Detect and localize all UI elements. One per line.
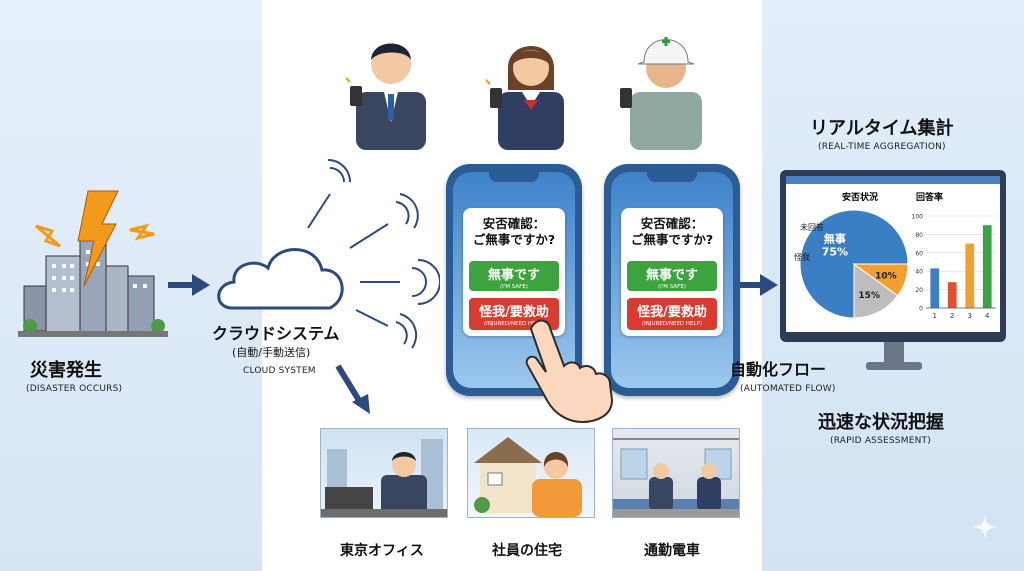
flow-subtitle: (AUTOMATED FLOW) [740, 384, 836, 394]
im-safe-sublabel: (I'M SAFE) [658, 284, 686, 290]
house-icon [474, 437, 542, 463]
im-safe-sublabel: (I'M SAFE) [500, 284, 528, 290]
wifi-signal-icon [329, 167, 345, 183]
bar-x-tick-label: 2 [950, 312, 954, 320]
location-train-scene [612, 428, 740, 518]
pie-chart-title: 安否状況 [842, 191, 878, 203]
bar-x-tick-label: 4 [985, 312, 990, 320]
pie-slice-label: 15% [858, 291, 880, 301]
safety-question: 安否確認： ご無事ですか? [472, 216, 556, 247]
location-label-office: 東京オフィス [340, 543, 424, 559]
phone-notch [647, 172, 697, 182]
bar-4 [982, 225, 992, 308]
location-home-scene [467, 428, 595, 518]
bar-chart: 0 20 40 60 80 100 1 2 3 4 [912, 214, 996, 320]
safety-check-card: 安否確認： ご無事ですか? 無事です (I'M SAFE) 怪我/要救助 (IN… [463, 208, 565, 336]
bar-2 [947, 282, 957, 308]
bar-1 [930, 268, 940, 308]
assessment-subtitle: (RAPID ASSESSMENT) [830, 436, 931, 446]
smartphone-icon [490, 88, 502, 108]
smartphone-2: 安否確認： ご無事ですか? 無事です (I'M SAFE) 怪我/要救助 (IN… [604, 164, 740, 396]
im-safe-label: 無事です [645, 268, 698, 283]
bar-y-tick-label: 20 [915, 287, 923, 294]
tapping-hand-icon [525, 319, 614, 424]
location-label-train: 通勤電車 [644, 543, 700, 559]
lightning-bolt-icon [77, 190, 119, 287]
im-safe-button[interactable]: 無事です (I'M SAFE) [469, 261, 559, 291]
office-illustration [321, 439, 447, 517]
need-help-sublabel: (INJURED/NEED HELP) [483, 321, 545, 327]
pie-slice-label: 75% [822, 245, 848, 258]
sparkle-icon [972, 514, 998, 540]
bar-y-tick-label: 0 [919, 306, 923, 313]
cloud-note: (自動/手動送信) [232, 346, 311, 359]
bar-3 [965, 243, 975, 308]
bar-y-tick-label: 80 [915, 232, 923, 239]
disaster-city-illustration [18, 190, 168, 337]
cloud-subtitle: CLOUD SYSTEM [243, 366, 316, 376]
hard-hat-icon [637, 39, 695, 65]
monitor-stand [866, 342, 922, 370]
cloud-icon [217, 248, 344, 310]
train-window-icon [620, 448, 648, 480]
pie-slice-怪我 [852, 263, 909, 297]
home-illustration [474, 437, 582, 517]
im-safe-label: 無事です [487, 268, 540, 283]
need-help-button[interactable]: 怪我/要救助 (INJURED/NEED HELP) [627, 298, 717, 330]
bar-x-tick-label: 3 [968, 312, 972, 320]
safety-question: 安否確認： ご無事ですか? [630, 216, 714, 247]
bar-y-tick-label: 60 [915, 250, 923, 257]
construction-worker-illustration [620, 37, 702, 150]
need-help-label: 怪我/要救助 [479, 305, 549, 320]
bar-y-tick-label: 100 [912, 214, 924, 221]
flow-title: 自動化フロー [730, 360, 827, 379]
pie-slice-未回答 [853, 263, 899, 319]
train-illustration [613, 438, 739, 517]
businessman-illustration [346, 43, 426, 150]
pie-slice-label: 無事 [824, 231, 846, 245]
disaster-subtitle: (DISASTER OCCURS) [26, 384, 123, 394]
need-help-label: 怪我/要救助 [637, 305, 707, 320]
phone-screen: 安否確認： ご無事ですか? 無事です (I'M SAFE) 怪我/要救助 (IN… [611, 172, 733, 388]
pie-category-label: 未回答 [800, 222, 824, 232]
pie-category-label: 怪我 [794, 252, 810, 262]
signal-waves [307, 159, 440, 349]
bar-chart-title: 回答率 [916, 191, 943, 203]
student-illustration [486, 46, 564, 150]
arrow-to-locations-icon [335, 364, 370, 414]
need-help-button[interactable]: 怪我/要救助 (INJURED/NEED HELP) [469, 298, 559, 330]
flow-arrow-icon [740, 274, 778, 296]
arrow-to-cloud-icon [168, 274, 210, 296]
safety-check-card: 安否確認： ご無事ですか? 無事です (I'M SAFE) 怪我/要救助 (IN… [621, 208, 723, 336]
aggregation-title: リアルタイム集計 [810, 118, 954, 139]
location-office-scene [320, 428, 448, 518]
disaster-title: 災害発生 [30, 360, 102, 381]
location-label-home: 社員の住宅 [492, 543, 562, 559]
phone-notch [489, 172, 539, 182]
bar-x-tick-label: 1 [933, 312, 937, 320]
bar-y-tick-label: 40 [915, 269, 923, 276]
lightning-spark-icon [35, 224, 61, 248]
cloud-title: クラウドシステム [212, 324, 340, 343]
im-safe-button[interactable]: 無事です (I'M SAFE) [627, 261, 717, 291]
smartphone-icon [350, 86, 362, 106]
pie-slice-label: 10% [875, 271, 897, 281]
need-help-sublabel: (INJURED/NEED HELP) [641, 321, 703, 327]
smartphone-icon [620, 88, 632, 108]
aggregation-subtitle: (REAL-TIME AGGREGATION) [818, 142, 946, 152]
lightning-spark-icon [129, 223, 155, 241]
assessment-title: 迅速な状況把握 [818, 412, 944, 433]
